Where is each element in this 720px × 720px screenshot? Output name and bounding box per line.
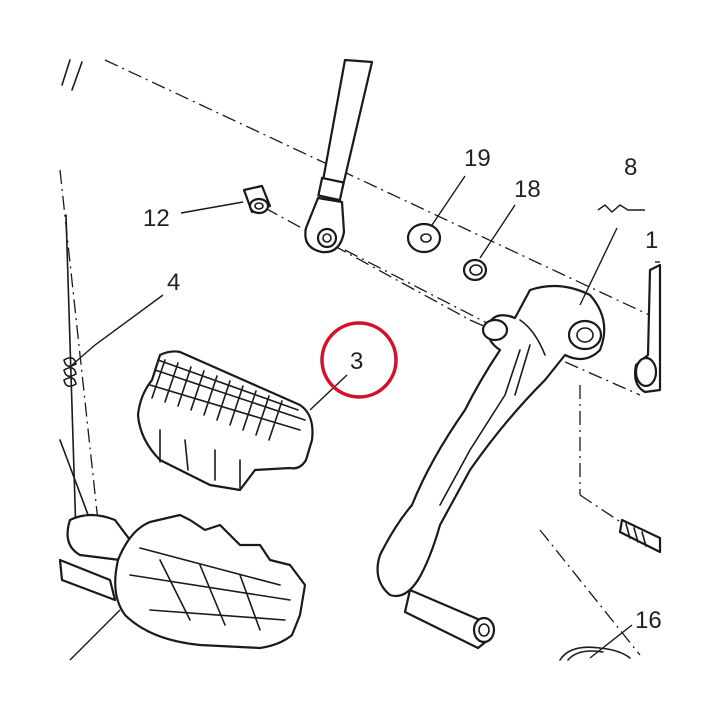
washer-icon xyxy=(406,222,442,254)
bolt-icon xyxy=(618,518,662,554)
highlight-ring xyxy=(320,321,398,399)
callout-19: 19 xyxy=(464,145,491,172)
frame-edge xyxy=(59,59,91,536)
leader-lines xyxy=(69,175,660,661)
gear-lever-icon xyxy=(376,284,606,650)
shift-rod-icon xyxy=(304,58,374,254)
callout-3: 3 xyxy=(350,348,363,375)
callout-16: 16 xyxy=(635,607,662,634)
callout-1: 1 xyxy=(645,227,658,254)
footpeg-platform-icon xyxy=(58,513,307,650)
callout-4: 4 xyxy=(167,269,180,296)
spring-icon xyxy=(63,356,77,388)
circlip-icon xyxy=(462,258,488,282)
bushing-icon xyxy=(242,184,272,215)
callout-12: 12 xyxy=(143,205,170,232)
pivot-pin-icon xyxy=(633,263,662,394)
footpeg-rubber-insert-icon xyxy=(136,350,314,492)
callout-18: 18 xyxy=(514,176,541,203)
callout-8: 8 xyxy=(624,154,637,181)
insert-ribs xyxy=(151,359,283,441)
